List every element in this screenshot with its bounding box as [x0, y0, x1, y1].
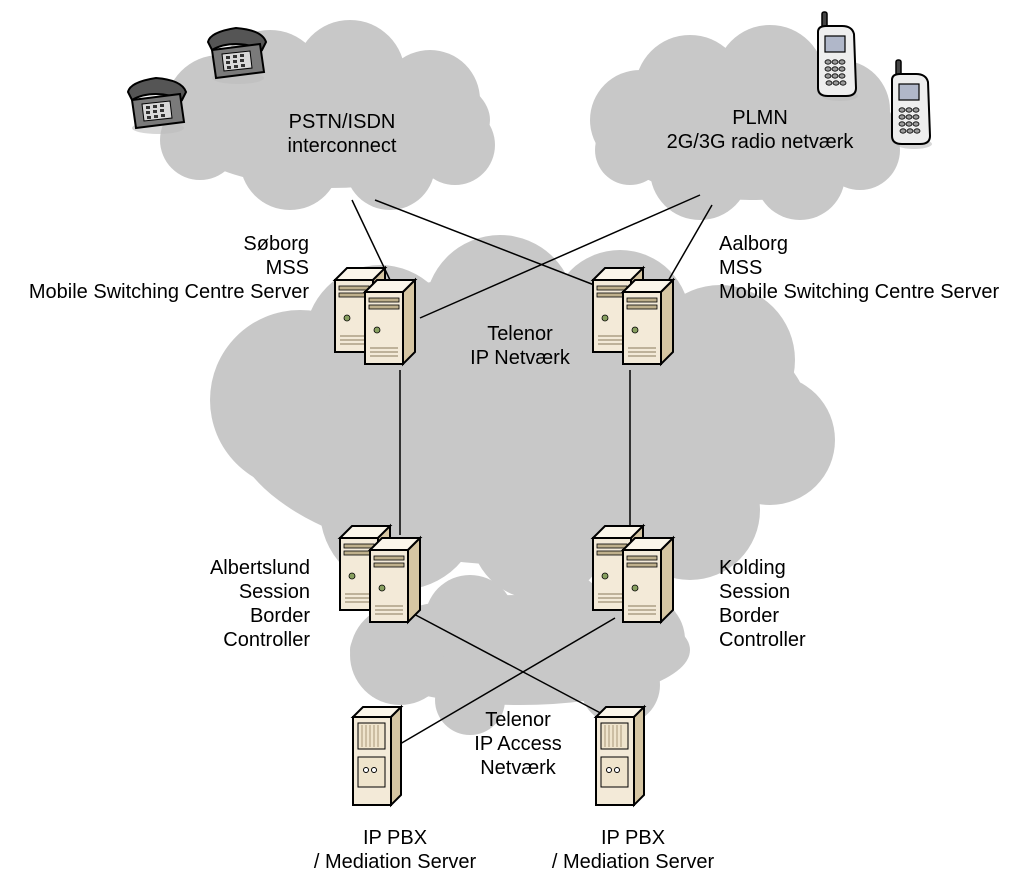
mobile-phone-icon: [817, 11, 859, 102]
telephone-icon: [127, 77, 187, 135]
node-label-soborg: Søborg MSS Mobile Switching Centre Serve…: [28, 233, 309, 303]
cloud-plmn: [590, 25, 900, 220]
server-pair-icon: [335, 268, 415, 364]
mobile-phone-icon: [891, 59, 933, 150]
node-label-pbx-right: IP PBX / Mediation Server: [551, 827, 715, 873]
connection-lines: [351, 194, 713, 745]
node-label-pbx-left: IP PBX / Mediation Server: [313, 827, 477, 873]
node-label-aalborg: Aalborg MSS Mobile Switching Centre Serv…: [719, 233, 1000, 303]
node-label-kolding: Kolding Session Border Controller: [719, 557, 806, 651]
tower-server-icon: [595, 706, 645, 806]
server-pair-icon: [593, 526, 673, 622]
node-label-albertslund: Albertslund Session Border Controller: [209, 557, 310, 651]
cloud-label-ip-core: Telenor IP Netværk: [470, 323, 570, 369]
tower-server-icon: [352, 706, 402, 806]
cloud-ip-access: [350, 570, 690, 735]
server-pair-icon: [340, 526, 420, 622]
telephone-icon: [207, 27, 267, 85]
cloud-label-ip-access: Telenor IP Access Netværk: [474, 709, 562, 779]
server-pair-icon: [593, 268, 673, 364]
cloud-label-plmn: PLMN 2G/3G radio netværk: [666, 107, 854, 153]
cloud-label-pstn: PSTN/ISDN interconnect: [287, 111, 397, 157]
